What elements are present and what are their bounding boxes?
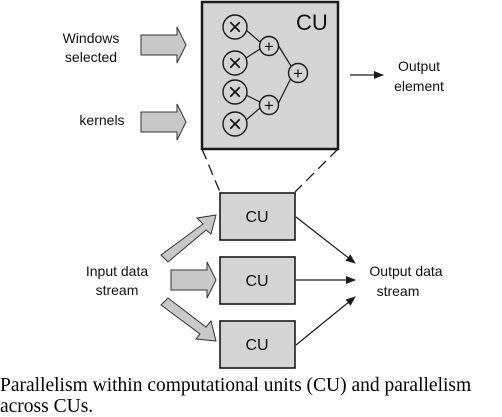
cu-detail-title: CU [296, 10, 328, 35]
multiplier-node: × [222, 50, 248, 77]
svg-text:×: × [228, 14, 242, 41]
output-data-stream-label-line2: stream [377, 283, 420, 299]
input-stream-arrow-middle [170, 261, 217, 299]
cu-unit: CU [219, 192, 296, 241]
adder-node: + [258, 35, 280, 57]
output-element-label-line1: Output [398, 58, 440, 74]
zoom-guide-lines [201, 148, 339, 193]
svg-text:+: + [293, 64, 303, 83]
kernels-input-arrow [140, 103, 187, 141]
windows-input-arrow [140, 26, 187, 64]
windows-selected-label-line1: Windows [63, 30, 120, 46]
output-data-stream-label-line1: Output data [369, 263, 442, 279]
input-data-stream-label-line2: stream [96, 282, 139, 298]
svg-text:CU: CU [245, 209, 268, 226]
cu-unit: CU [219, 256, 296, 305]
svg-text:CU: CU [245, 337, 268, 354]
input-data-stream-label-line1: Input data [86, 263, 148, 279]
adder-node: + [258, 94, 280, 116]
output-stream-arrows [295, 216, 356, 346]
windows-selected-label-line2: selected [65, 49, 117, 65]
input-stream-arrow-upper [160, 214, 217, 263]
input-stream-arrow-lower [160, 297, 217, 342]
adder-node: + [287, 62, 309, 84]
multiplier-node: × [222, 14, 248, 41]
multiplier-node: × [222, 111, 248, 138]
multiplier-node: × [222, 79, 248, 106]
svg-text:×: × [228, 111, 242, 138]
kernels-label: kernels [79, 112, 124, 128]
svg-text:CU: CU [245, 273, 268, 290]
svg-text:×: × [228, 50, 242, 77]
parallelism-diagram: CU × × × × + + + Windows selecte [63, 0, 444, 369]
figure-caption: Parallelism within computational units (… [0, 375, 477, 417]
svg-text:+: + [264, 37, 274, 56]
multiply-add-connections [245, 29, 292, 121]
cu-unit: CU [219, 320, 296, 369]
output-element-label-line2: element [394, 78, 444, 94]
svg-text:+: + [264, 96, 274, 115]
svg-text:×: × [228, 79, 242, 106]
